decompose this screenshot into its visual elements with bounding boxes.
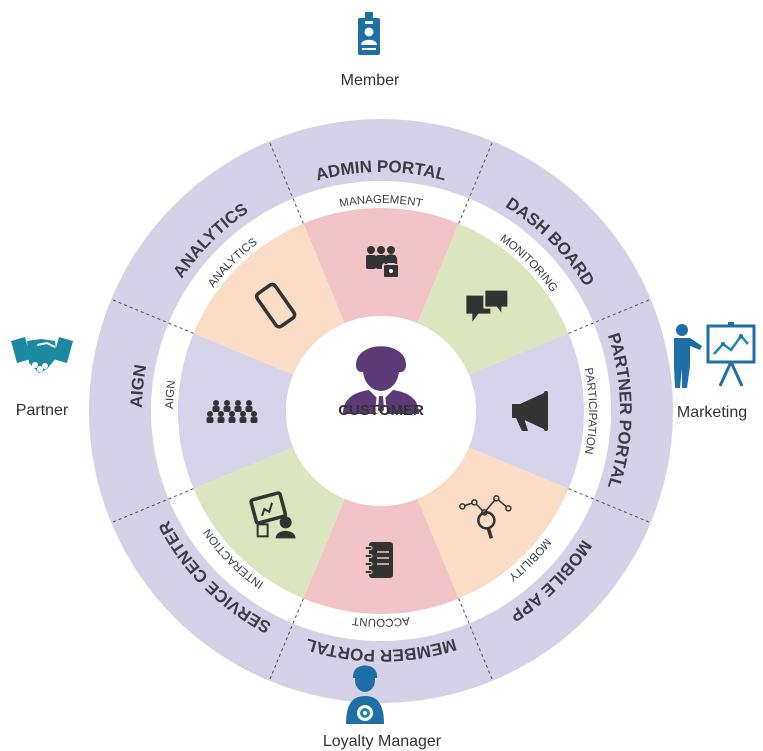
sector-divider bbox=[111, 488, 194, 524]
notebook-icon bbox=[364, 542, 393, 578]
member-label: Member bbox=[340, 72, 400, 89]
inner-label-account: ACCOUNT bbox=[352, 614, 411, 628]
inner-label-management: MANAGEMENT bbox=[338, 194, 423, 210]
loyalty-manager-label: Loyalty Manager bbox=[322, 733, 442, 750]
sector-divider bbox=[458, 598, 494, 681]
monitor-person-icon bbox=[249, 491, 296, 539]
center-label: CUSTOMER bbox=[338, 402, 424, 419]
smartphone-icon bbox=[254, 282, 297, 329]
customer-person-icon bbox=[343, 346, 419, 416]
chat-bubbles-icon bbox=[466, 288, 510, 322]
id-badge-icon bbox=[357, 12, 381, 61]
sector-divider bbox=[458, 141, 494, 224]
segment-monitoring bbox=[193, 447, 345, 599]
sector-divider bbox=[568, 488, 651, 524]
group-lock-icon bbox=[366, 246, 400, 279]
presentation-icon bbox=[668, 322, 758, 397]
analytics-magnifier-icon bbox=[459, 495, 512, 539]
handshake-icon bbox=[11, 333, 73, 384]
inner-label-participation: PARTICIPATION bbox=[582, 367, 598, 455]
partner-label: Partner bbox=[15, 402, 69, 419]
segment-mobility bbox=[193, 223, 345, 375]
sector-divider bbox=[268, 598, 304, 681]
sector-divider bbox=[268, 141, 304, 224]
manager-gear-icon bbox=[346, 664, 384, 731]
sector-divider bbox=[111, 298, 194, 334]
crowd-icon bbox=[206, 400, 258, 423]
marketing-label: Marketing bbox=[676, 404, 748, 421]
sector-divider bbox=[568, 298, 651, 334]
megaphone-icon bbox=[512, 391, 548, 431]
